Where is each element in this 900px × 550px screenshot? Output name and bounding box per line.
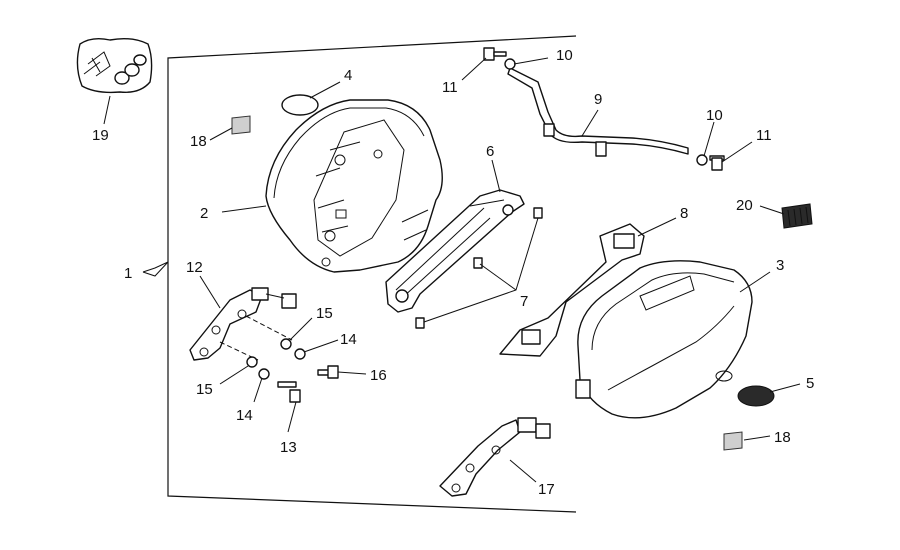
callout-15a: 15 [316,305,333,322]
callout-7: 7 [520,293,528,310]
part-14-washer-a [294,348,306,360]
leader-3 [739,271,771,293]
callout-11b: 11 [756,127,772,144]
leader-9 [581,109,599,137]
leader-13 [287,401,297,433]
part-9-rod [507,67,689,157]
callout-15b: 15 [196,381,213,398]
callout-18a: 18 [190,133,207,150]
leader-11a [461,57,487,81]
leader-7b [479,263,517,291]
part-15-washer-b [246,356,258,368]
callout-8: 8 [680,205,688,222]
callout-18b: 18 [774,429,791,446]
part-17-bracket [439,417,551,497]
part-11-screw-upper [483,47,507,61]
callout-2: 2 [200,205,208,222]
part-18-sticker-upper [231,115,251,135]
callout-16: 16 [370,367,387,384]
callout-13: 13 [280,439,297,456]
part-18-sticker-lower [723,431,743,451]
leader-8 [637,217,677,237]
leader-15b [219,365,249,385]
part-6-mounting-rail [385,189,543,329]
leader-14a [303,339,339,353]
leader-15a [289,317,313,341]
callout-12: 12 [186,259,203,276]
leader-20 [759,205,785,215]
leader-5 [769,383,801,393]
leader-17 [509,459,537,483]
part-5-emblem [737,385,775,407]
leader-10a [513,57,549,65]
callout-14a: 14 [340,331,357,348]
leader-10b [703,121,715,157]
assembly-axis-12a [245,315,293,341]
leader-4 [309,81,341,99]
assembly-frame [167,35,577,513]
callout-9: 9 [594,91,602,108]
leader-16 [337,371,367,375]
leader-6 [491,159,501,193]
callout-14b: 14 [236,407,253,424]
part-8-strap [499,223,645,357]
part-2-inner-case [265,99,443,273]
part-4-gasket [281,94,319,116]
part-14-washer-b [258,368,270,380]
part-15-washer-a [280,338,292,350]
callout-5: 5 [806,375,814,392]
leader-19 [103,95,111,125]
leader-18a [209,127,233,141]
callout-20: 20 [736,197,753,214]
callout-17: 17 [538,481,555,498]
callout-11a: 11 [442,79,458,96]
part-20-decal [781,203,813,229]
leader-12 [199,275,221,309]
part-10-nut-upper [504,58,516,70]
callout-10b: 10 [706,107,723,124]
callout-4: 4 [344,67,352,84]
part-10-nut-right [696,154,708,166]
callout-6: 6 [486,143,494,160]
part-16-bolt [317,365,339,379]
part-11-screw-right [709,155,725,171]
leader-14b [253,377,263,403]
leader-11b [721,141,753,163]
leader-2 [221,205,267,213]
part-13-bolt [277,381,301,403]
callout-1: 1 [124,265,132,282]
leader-1 [142,261,169,277]
part-12-bracket [189,287,297,361]
part-3-side-case [575,260,753,419]
callout-10a: 10 [556,47,573,64]
part-19-kit-bag [76,37,153,94]
leader-18b [743,435,771,441]
callout-19: 19 [92,127,109,144]
callout-3: 3 [776,257,784,274]
